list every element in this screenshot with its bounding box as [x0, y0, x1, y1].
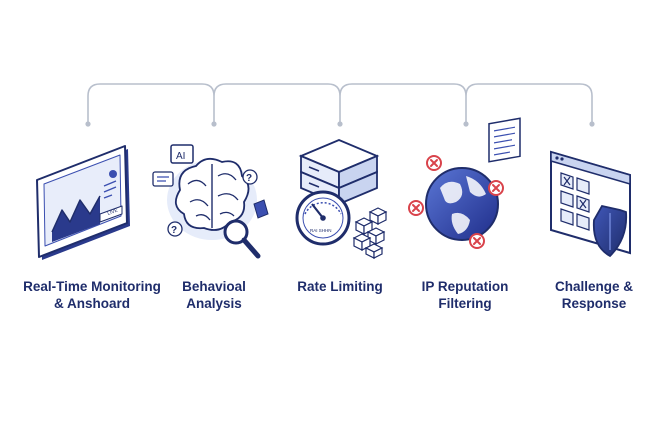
step-label-challenge-response: Challenge & Response — [519, 278, 669, 312]
monitoring-dashboard-icon: LIVE — [36, 145, 130, 260]
step-label-line: IP Reputation — [421, 279, 509, 294]
svg-text:?: ? — [171, 225, 177, 236]
step-label-line: Challenge & — [554, 279, 633, 294]
svg-text:?: ? — [246, 173, 252, 184]
ai-badge-text: AI — [176, 151, 185, 162]
step-label-line: Behavioal — [182, 279, 246, 294]
step-label-line: Analysis — [186, 296, 242, 311]
step-label-real-time-monitoring: Real-Time Monitoring & Anshoard — [17, 278, 167, 312]
step-label-rate-limiting: Rate Limiting — [265, 278, 415, 295]
connector-lines — [87, 83, 593, 123]
step-label-line: Filtering — [438, 296, 492, 311]
ip-reputation-globe-icon — [408, 117, 521, 249]
connector-end-dots — [85, 121, 595, 127]
brain-analysis-icon: AI ? ? — [152, 144, 269, 259]
gauge-text: RAI SHHN — [310, 228, 332, 233]
step-label-line: Real-Time Monitoring — [23, 279, 161, 294]
step-label-line: & Anshoard — [53, 296, 130, 311]
step-label-line: Rate Limiting — [297, 279, 383, 294]
step-label-behavioral-analysis: Behavioal Analysis — [139, 278, 289, 312]
live-badge-text: LIVE — [107, 207, 120, 217]
step-label-ip-reputation-filtering: IP Reputation Filtering — [390, 278, 540, 312]
rate-limit-gauge-icon: RAI SHHN — [295, 139, 388, 259]
step-label-line: Response — [561, 296, 627, 311]
challenge-shield-icon — [550, 150, 631, 258]
